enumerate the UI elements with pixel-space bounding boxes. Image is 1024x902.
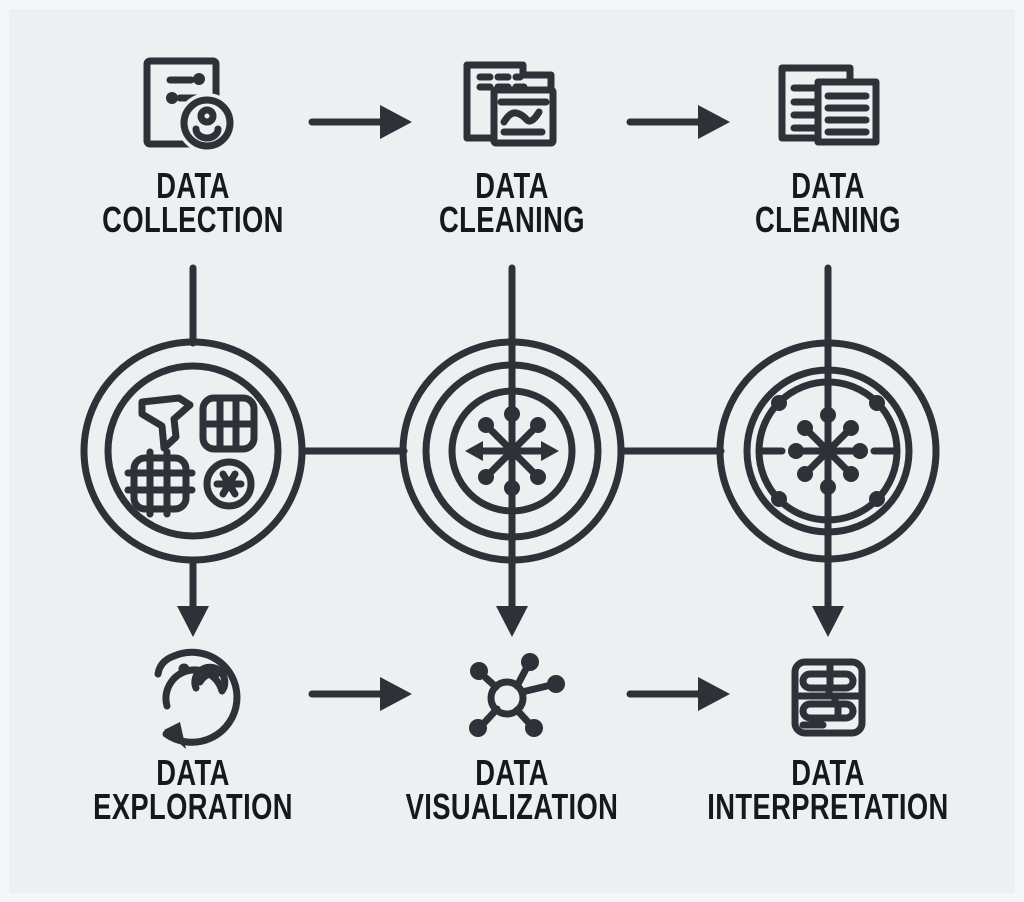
arrow-right-top-1-icon — [308, 105, 412, 139]
label-data-visualization: DATA VISUALIZATION — [383, 752, 641, 827]
arrow-down-2-icon — [496, 606, 528, 637]
label-data-exploration: DATA EXPLORATION — [64, 752, 322, 827]
label-line-1: DATA — [475, 165, 549, 206]
overlapping-documents-icon — [778, 64, 880, 146]
label-line-2: EXPLORATION — [93, 786, 293, 827]
hash-grid-icon — [124, 448, 196, 518]
label-data-cleaning-1: DATA CLEANING — [383, 165, 641, 240]
document-profile-icon — [143, 57, 237, 153]
label-line-1: DATA — [791, 165, 865, 206]
table-icon — [199, 394, 258, 453]
label-line-2: COLLECTION — [102, 199, 284, 240]
arrow-down-3-icon — [812, 606, 844, 637]
ring-dots-icon — [771, 395, 885, 507]
label-data-cleaning-2: DATA CLEANING — [699, 165, 957, 240]
asterisk-circle-icon — [203, 458, 255, 510]
label-line-1: DATA — [156, 752, 230, 793]
stacked-documents-chart-icon — [463, 61, 557, 147]
label-line-2: CLEANING — [439, 199, 585, 240]
pipeline-card-icon — [791, 658, 866, 737]
arrow-down-1-icon — [177, 606, 209, 637]
connector-lines — [189, 264, 832, 612]
arrow-right-top-2-icon — [626, 105, 730, 139]
filter-icon — [138, 394, 194, 452]
label-line-2: INTERPRETATION — [707, 786, 949, 827]
hub-spokes-icon — [465, 406, 559, 496]
label-data-interpretation: DATA INTERPRETATION — [699, 752, 957, 827]
network-node-icon — [469, 653, 565, 737]
hub-spokes-icon — [758, 407, 898, 495]
label-line-1: DATA — [791, 752, 865, 793]
label-line-2: CLEANING — [755, 199, 901, 240]
data-grid-circle-icon — [80, 338, 306, 564]
label-line-1: DATA — [475, 752, 549, 793]
label-line-1: DATA — [156, 165, 230, 206]
label-data-collection: DATA COLLECTION — [64, 165, 322, 240]
label-line-2: VISUALIZATION — [405, 786, 619, 827]
arrow-right-bottom-2-icon — [626, 677, 730, 711]
arrow-right-bottom-1-icon — [308, 677, 412, 711]
swirl-icon — [154, 648, 241, 749]
